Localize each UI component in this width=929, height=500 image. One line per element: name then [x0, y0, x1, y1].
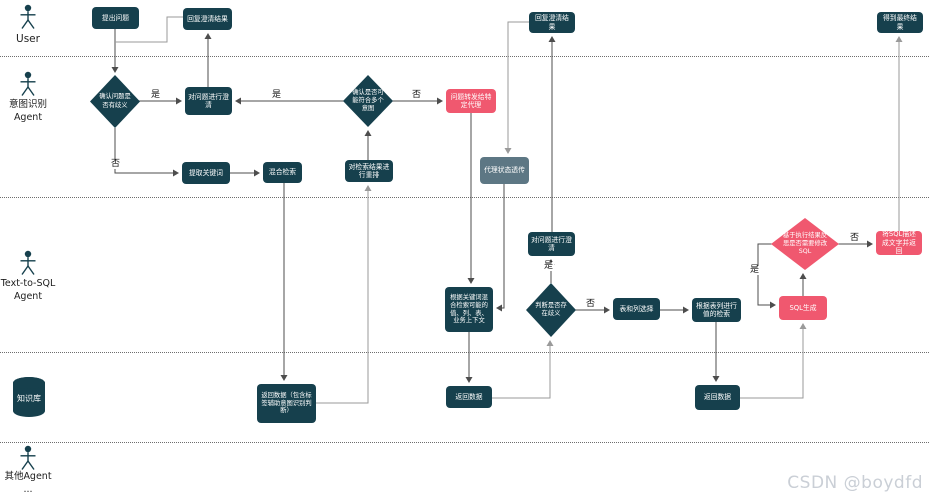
node-extract-keywords-label: 提取关键词	[189, 168, 223, 177]
node-reply-clarify-right-label: 回复澄清结果	[535, 14, 569, 31]
edge-reflect-yes-loop	[757, 243, 776, 309]
lane-label-t2sql-line2: Agent	[13, 290, 43, 302]
edge-label-yes: 是	[543, 261, 555, 271]
intent-agent-actor-icon	[20, 71, 36, 96]
lane-label-user: User	[16, 33, 40, 45]
lane-label-t2sql-agent: Text-to-SQL Agent	[0, 278, 56, 304]
node-proxy-status-label: 代理状态透传	[484, 166, 525, 175]
node-clarify-question-intent: 对问题进行澄清	[185, 87, 232, 115]
node-value-retrieve: 根据表列进行值的检索	[692, 298, 741, 322]
node-sql-generate-label: SQL生成	[789, 303, 817, 312]
node-return-data-tagged-label: 返回数据（包含标签辅助意图识别判断）	[261, 391, 312, 415]
edge-label-no: 否	[411, 90, 423, 100]
lane-label-other-ellipsis: ...	[23, 483, 33, 495]
decision-reflect-modify-sql: 基于执行结果反思是否需要修改SQL	[771, 218, 839, 270]
node-return-data-right-label: 返回数据	[703, 393, 732, 402]
edge-label-yes: 是	[749, 265, 761, 275]
node-table-column-select-label: 表和列选择	[619, 304, 654, 313]
node-return-data-mid-label: 返回数据	[455, 392, 483, 401]
node-sql-generate: SQL生成	[779, 296, 827, 320]
node-proxy-status: 代理状态透传	[480, 157, 529, 184]
lane-divider	[0, 56, 929, 57]
node-extract-keywords: 提取关键词	[182, 162, 230, 184]
node-final-result: 得到最终结果	[877, 12, 923, 33]
other-agent-actor-icon	[20, 445, 36, 470]
edge-returndata-to-ambiguityt2s	[492, 340, 554, 399]
text-to-sql-agent-actor-icon	[20, 250, 36, 275]
edge-ambiguity-no	[114, 128, 179, 177]
node-hybrid-search-label: 混合检索	[268, 168, 297, 177]
lane-label-other-agent: 其他Agent ...	[0, 471, 56, 497]
node-return-data-mid: 返回数据	[446, 386, 492, 408]
node-clarify-question-t2sql-label: 对问题进行澄清	[531, 235, 572, 252]
edge-label-yes: 是	[271, 90, 283, 100]
node-table-column-select: 表和列选择	[613, 298, 660, 320]
node-reply-clarify-left: 回复澄清结果	[183, 8, 232, 30]
user-actor-icon	[20, 4, 36, 29]
decision-question-ambiguous-label: 确认问题是否有歧义	[99, 93, 131, 109]
lane-divider	[0, 352, 929, 353]
node-ask-question: 提出问题	[92, 7, 139, 29]
lane-divider	[0, 197, 929, 198]
node-hybrid-search: 混合检索	[263, 162, 302, 183]
node-clarify-question-intent-label: 对问题进行澄清	[188, 92, 229, 109]
edge-label-no: 否	[110, 159, 122, 169]
decision-question-ambiguous: 确认问题是否有歧义	[90, 75, 140, 128]
decision-ambiguity-exists: 判断是否存在歧义	[526, 283, 576, 337]
lane-divider	[0, 442, 929, 443]
lane-label-other-line1: 其他Agent	[4, 471, 52, 482]
node-rerank-results-label: 对检索结果进行重排	[348, 162, 390, 179]
lane-label-knowledge-base: 知识库	[17, 394, 41, 403]
node-reply-clarify-left-label: 回复澄清结果	[187, 14, 228, 23]
node-describe-sql-return: 将SQL描述成文字并返回	[876, 230, 922, 256]
node-forward-to-agent: 问题转发给特定代理	[446, 89, 496, 113]
node-keyword-hybrid-retrieve-label: 根据关键词混合检索可能的值、列、表、业务上下文	[450, 293, 488, 325]
edge-returndata-to-sqlgen	[740, 323, 807, 399]
node-rerank-results: 对检索结果进行重排	[345, 160, 393, 182]
node-return-data-tagged: 返回数据（包含标签辅助意图识别判断）	[257, 384, 316, 423]
lane-label-intent-agent: 意图识别 Agent	[0, 99, 56, 125]
node-clarify-question-t2sql: 对问题进行澄清	[528, 232, 575, 256]
edge-returndata-to-rerank	[316, 185, 372, 404]
decision-multiple-intents: 确认是否可能符合多个意图	[343, 75, 393, 127]
node-reply-clarify-right: 回复澄清结果	[529, 12, 575, 33]
node-ask-question-label: 提出问题	[101, 13, 130, 22]
edge-proxystatus-to-kwretrieve	[496, 184, 505, 312]
node-return-data-right: 返回数据	[695, 385, 740, 410]
database-icon	[13, 377, 45, 417]
lane-label-intent-line1: 意图识别	[8, 99, 47, 110]
node-value-retrieve-label: 根据表列进行值的检索	[696, 301, 737, 318]
lane-label-intent-line2: Agent	[13, 111, 43, 123]
decision-reflect-modify-sql-label: 基于执行结果反思是否需要修改SQL	[782, 231, 828, 256]
decision-ambiguity-exists-label: 判断是否存在歧义	[535, 301, 567, 317]
node-keyword-hybrid-retrieve: 根据关键词混合检索可能的值、列、表、业务上下文	[445, 287, 493, 332]
node-forward-to-agent-label: 问题转发给特定代理	[450, 92, 492, 109]
edge-label-no: 否	[585, 299, 597, 309]
decision-multiple-intents-label: 确认是否可能符合多个意图	[352, 88, 384, 113]
edge-reply-to-proxystatus	[504, 21, 529, 154]
node-describe-sql-return-label: 将SQL描述成文字并返回	[882, 230, 916, 256]
csdn-watermark: CSDN @boydfd	[787, 473, 923, 493]
node-final-result-label: 得到最终结果	[883, 14, 917, 31]
edge-label-yes: 是	[150, 90, 162, 100]
lane-label-t2sql-line1: Text-to-SQL	[0, 278, 56, 289]
edge-label-no: 否	[849, 233, 861, 243]
